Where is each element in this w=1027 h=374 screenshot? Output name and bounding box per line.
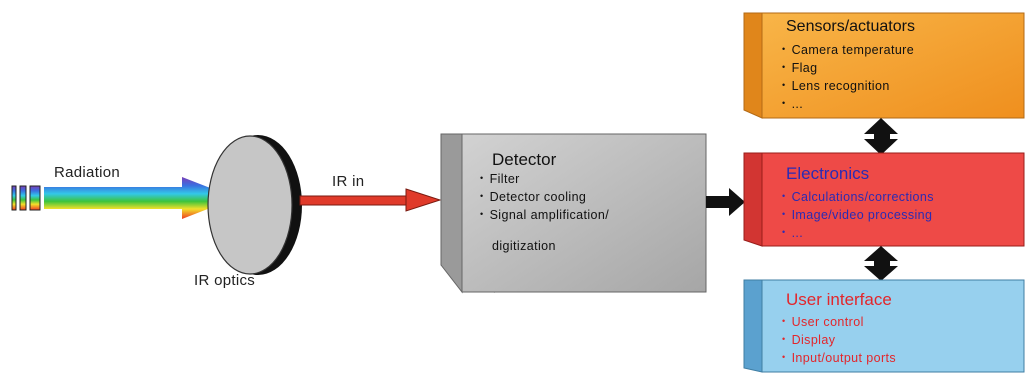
sensors-item: Camera temperature <box>782 43 914 57</box>
sensors-item: Lens recognition <box>782 79 914 93</box>
radiation-source-icon <box>11 185 41 211</box>
user-interface-item: Input/output ports <box>782 351 896 365</box>
radiation-label: Radiation <box>54 164 121 181</box>
electronics-items: Calculations/corrections Image/video pro… <box>782 190 934 244</box>
user-interface-item: User control <box>782 315 896 329</box>
radiation-arrow <box>44 177 236 219</box>
electronics-item: Calculations/corrections <box>782 190 934 204</box>
user-interface-item: Display <box>782 333 896 347</box>
detector-item: Filter <box>480 172 609 186</box>
detector-items: Filter Detector cooling Signal amplifica… <box>480 172 609 226</box>
detector-item-continuation: digitization <box>492 239 556 253</box>
electronics-title: Electronics <box>786 164 870 183</box>
ir-in-label: IR in <box>332 173 365 190</box>
detector-item: Signal amplification/ <box>480 208 609 222</box>
detector-item: Detector cooling <box>480 190 609 204</box>
electronics-item: ... <box>782 226 934 240</box>
sensors-title: Sensors/actuators <box>786 18 915 35</box>
sensors-electronics-double-arrow <box>864 118 898 155</box>
sensors-items: Camera temperature Flag Lens recognition… <box>782 43 914 115</box>
user-interface-items: User control Display Input/output ports <box>782 315 896 369</box>
user-interface-title: User interface <box>786 290 892 309</box>
electronics-ui-double-arrow <box>864 246 898 281</box>
ir-in-arrow <box>299 188 442 212</box>
ir-optics-label: IR optics <box>194 272 256 289</box>
electronics-item: Image/video processing <box>782 208 934 222</box>
ir-optics-lens <box>207 135 302 275</box>
sensors-item: ... <box>782 97 914 111</box>
detector-title: Detector <box>492 150 557 169</box>
detector-to-electronics-arrow <box>706 188 745 216</box>
sensors-item: Flag <box>782 61 914 75</box>
